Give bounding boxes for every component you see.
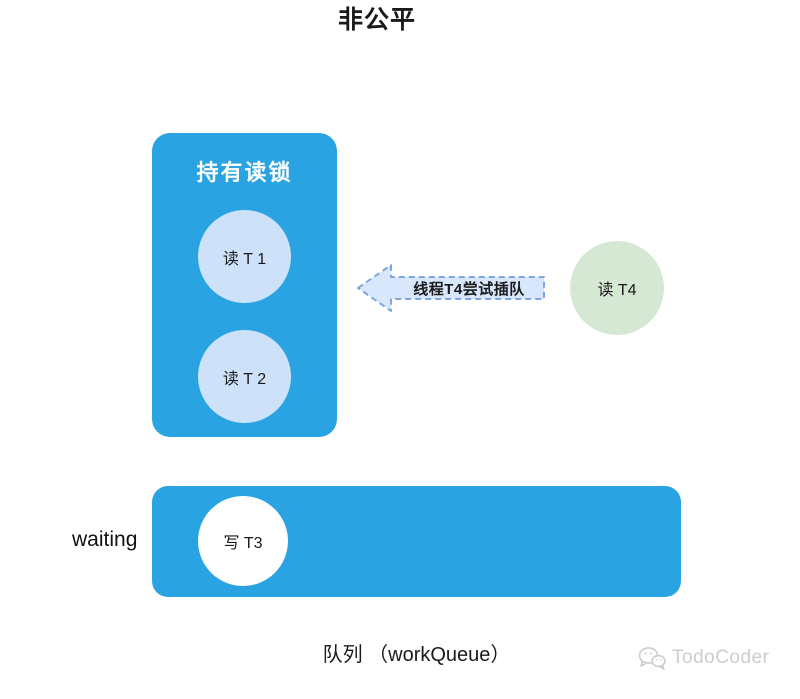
diagram-title: 非公平 <box>337 6 416 34</box>
queue-caption: 队列 （workQueue） <box>322 644 511 666</box>
left-arrow-icon <box>357 264 545 312</box>
read-thread-t1-label: 读 T 1 <box>222 250 267 268</box>
waiting-label: waiting <box>72 528 138 551</box>
write-thread-t3-label: 写 T3 <box>223 535 263 552</box>
wechat-icon <box>638 647 666 670</box>
barge-arrow-label: 线程T4尝试插队 <box>413 280 525 298</box>
read-thread-circle-t1: 读 T 1 <box>198 210 291 303</box>
work-queue-bar: 写 T3 <box>152 486 681 597</box>
holder-box-title: 持有读锁 <box>196 160 293 185</box>
read-thread-circle-t4: 读 T4 <box>570 241 664 335</box>
read-thread-t2-label: 读 T 2 <box>222 370 267 388</box>
barge-arrow: 线程T4尝试插队 <box>355 261 547 315</box>
write-thread-circle-t3: 写 T3 <box>198 496 288 586</box>
read-thread-circle-t2: 读 T 2 <box>198 330 291 423</box>
read-lock-holder-box: 持有读锁 读 T 1 读 T 2 <box>152 133 337 437</box>
read-thread-t4-label: 读 T4 <box>597 282 637 299</box>
watermark-text: TodoCoder <box>672 647 770 668</box>
watermark: TodoCoder <box>638 646 769 670</box>
